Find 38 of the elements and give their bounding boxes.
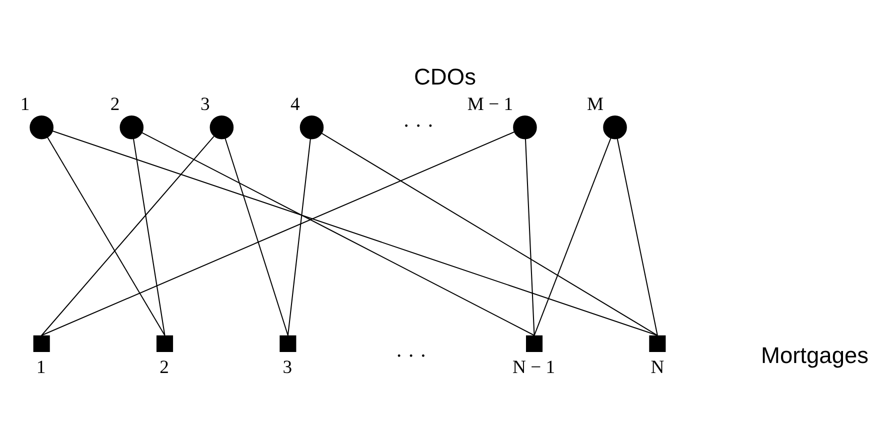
node-label: 1 [36, 357, 46, 378]
connector [286, 138, 310, 336]
node-label: M − 1 [466, 94, 513, 116]
connector [40, 136, 214, 336]
label: · · · [402, 116, 434, 138]
node-label: N [650, 357, 664, 378]
connector [52, 130, 658, 336]
node-circle [602, 115, 626, 140]
caption: Mortgages [760, 342, 868, 368]
connector [46, 137, 165, 336]
connector [616, 138, 658, 336]
node-circle [512, 115, 536, 140]
node-label: 4 [290, 94, 300, 116]
node-label: 2 [159, 357, 168, 378]
connector [320, 132, 658, 336]
node-circle [209, 115, 234, 140]
connector [40, 131, 514, 336]
node-box [648, 335, 666, 352]
connector [141, 132, 534, 336]
node-label: 3 [200, 94, 210, 116]
diagram-title: CDOs [414, 63, 476, 90]
connector [524, 138, 534, 336]
node-label: 2 [110, 94, 120, 116]
node-label: N − 1 [512, 357, 555, 378]
node-circle [119, 115, 144, 140]
node-box [279, 335, 296, 352]
node-box [156, 335, 173, 352]
connector [224, 138, 288, 336]
node-box [32, 335, 50, 352]
node-label: M [586, 94, 604, 116]
label: · · · [395, 345, 426, 368]
node-label: 3 [282, 357, 292, 378]
node-box [526, 335, 542, 352]
node-label: 1 [20, 94, 30, 116]
connector [533, 138, 611, 336]
node-circle [29, 115, 53, 140]
node-circle [299, 115, 324, 140]
connector [132, 138, 165, 336]
